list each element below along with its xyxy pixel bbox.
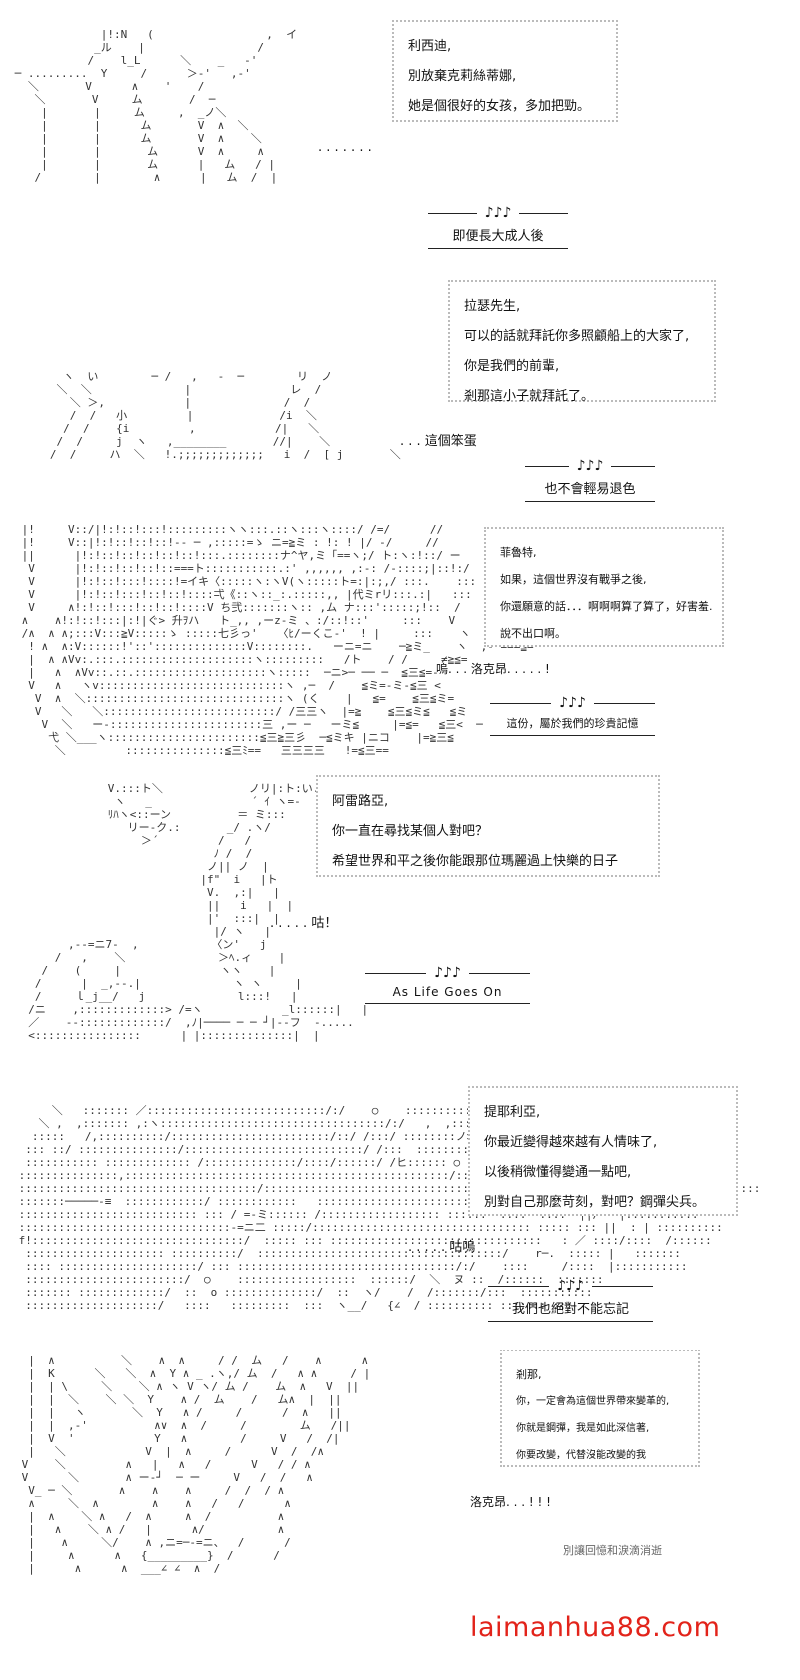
caption-title: 別讓回憶和淚滴消逝 bbox=[563, 1544, 662, 1557]
panel-5: ＼ ::::::: ／:::::::::::::::::::::::::::/:… bbox=[0, 1080, 800, 1340]
dialog-line: 可以的話就拜託你多照顧船上的大家了, bbox=[464, 329, 690, 344]
song-caption: ♪♪♪ 也不會輕易退色 bbox=[525, 458, 655, 502]
song-caption: ♪♪♪ 我們也絕對不能忘記 bbox=[488, 1278, 653, 1322]
music-notes: ♪♪♪ bbox=[490, 695, 655, 711]
ascii-art-figures: ヽ い ─ / , - ─ リ ノ ＼ ＼ | レ / ＼ ＞, | / / /… bbox=[49, 370, 401, 461]
caption-title: 即便長大成人後 bbox=[428, 221, 568, 249]
dialog-line: 別對自己那麼苛刻，對吧？鋼彈尖兵。 bbox=[484, 1195, 706, 1210]
dialog-box: 拉瑟先生, 可以的話就拜託你多照顧船上的大家了, 你是我們的前輩, 剎那這小子就… bbox=[448, 280, 716, 404]
music-notes-icon: ♪♪♪ bbox=[576, 458, 604, 474]
song-caption: ♪♪♪ As Life Goes On bbox=[365, 965, 530, 1004]
dialog-box: 菲魯特, 如果，這個世界沒有戰爭之後, 你還願意的話．．．啊啊啊算了算了，好害羞… bbox=[484, 527, 724, 647]
dialog-line: 菲魯特, bbox=[500, 546, 537, 559]
dialog-box: 阿雷路亞, 你一直在尋找某個人對吧？ 希望世界和平之後你能跟那位瑪麗過上快樂的日… bbox=[316, 775, 660, 877]
caption-title: As Life Goes On bbox=[365, 981, 530, 1004]
music-notes-icon: ♪♪♪ bbox=[559, 695, 586, 711]
dialog-line: 你，一定會為這個世界帶來變革的, bbox=[516, 1396, 670, 1407]
dialog-box: 剎那, 你，一定會為這個世界帶來變革的, 你就是鋼彈，我是如此深信著, 你要改變… bbox=[500, 1350, 700, 1467]
aside-text: . . . 這個笨蛋 bbox=[400, 434, 477, 449]
dialog-line: 她是個很好的女孩，多加把勁。 bbox=[408, 99, 591, 114]
aside-text: . . . . . 咕嗚 bbox=[408, 1240, 476, 1255]
music-notes-icon: ♪♪♪ bbox=[557, 1278, 584, 1294]
ascii-art-figures: |! V::/|!:!::!:::!:::::::::ヽヽ:::.::ヽ:::ヽ… bbox=[21, 523, 563, 755]
site-watermark: laimanhua88.com bbox=[470, 1612, 721, 1643]
song-caption: 別讓回憶和淚滴消逝 bbox=[530, 1538, 695, 1562]
music-notes: ♪♪♪ bbox=[488, 1278, 653, 1294]
dialog-box: 利西迪, 別放棄克莉絲蒂娜, 她是個很好的女孩，多加把勁。 bbox=[392, 20, 618, 122]
dialog-line: 提耶利亞, bbox=[484, 1105, 541, 1120]
panel-1: |!:N ( , イ _ル | / / l_L ＼ _ ‐' ─ .......… bbox=[0, 0, 800, 270]
dialog-line: 拉瑟先生, bbox=[464, 299, 521, 314]
caption-title: 這份，屬於我們的珍貴記憶 bbox=[490, 711, 655, 736]
music-notes: ♪♪♪ bbox=[365, 965, 530, 981]
caption-title: 也不會輕易退色 bbox=[525, 474, 655, 502]
dialog-line: 剎那, bbox=[516, 1368, 542, 1381]
dialog-line: 你最近變得越來越有人情味了, bbox=[484, 1135, 658, 1150]
aside-text: 洛克昂. . . ! ! ! bbox=[470, 1495, 551, 1509]
dialog-line: 以後稍微懂得變通一點吧, bbox=[484, 1165, 632, 1180]
panel-3: |! V::/|!:!::!:::!:::::::::ヽヽ:::.::ヽ:::ヽ… bbox=[0, 515, 800, 755]
ascii-art-figures: |!:N ( , イ _ル | / / l_L ＼ _ ‐' ─ .......… bbox=[14, 28, 298, 184]
aside-text: . . . . . 咕！ bbox=[270, 916, 338, 931]
dialog-line: 你就是鋼彈，我是如此深信著, bbox=[516, 1423, 650, 1434]
ascii-art-figures: | ∧ ＼ ∧ ∧ / / ム / ∧ ∧ | K ＼ ＼ ∧ Y ∧ _ .ヽ… bbox=[21, 1354, 371, 1575]
song-caption: ♪♪♪ 這份，屬於我們的珍貴記憶 bbox=[490, 695, 655, 736]
dialog-line: 希望世界和平之後你能跟那位瑪麗過上快樂的日子 bbox=[332, 854, 619, 869]
dialog-box: 提耶利亞, 你最近變得越來越有人情味了, 以後稍微懂得變通一點吧, 別對自己那麼… bbox=[468, 1086, 738, 1216]
music-notes: ♪♪♪ bbox=[428, 205, 568, 221]
dialog-line: 利西迪, bbox=[408, 39, 452, 54]
dialog-line: 別放棄克莉絲蒂娜, bbox=[408, 69, 517, 84]
aside-text: 嗚. . . 洛克昂. . . . . ! bbox=[436, 662, 550, 676]
dialog-line: 你還願意的話．．．啊啊啊算了算了，好害羞. bbox=[500, 600, 713, 613]
panel-2: ヽ い ─ / , - ─ リ ノ ＼ ＼ | レ / ＼ ＞, | / / /… bbox=[0, 270, 800, 510]
dialog-line: 你是我們的前輩, bbox=[464, 359, 560, 374]
ascii-art-figures: V.:::ト＼ ノリ|:ト:い. ヽ _ ´ ｲ ヽ=- ﾘﾊヽ<::ーン ＝ … bbox=[28, 782, 369, 1042]
dialog-line: 你要改變，代替沒能改變的我 bbox=[516, 1450, 646, 1461]
panel-4: V.:::ト＼ ノリ|:ト:い. ヽ _ ´ ｲ ヽ=- ﾘﾊヽ<::ーン ＝ … bbox=[0, 760, 800, 1060]
aside-text: . . . . . . . bbox=[318, 140, 372, 155]
panel-6: | ∧ ＼ ∧ ∧ / / ム / ∧ ∧ | K ＼ ＼ ∧ Y ∧ _ .ヽ… bbox=[0, 1350, 800, 1680]
music-notes-icon: ♪♪♪ bbox=[484, 205, 512, 221]
dialog-line: 阿雷路亞, bbox=[332, 794, 389, 809]
dialog-line: 你一直在尋找某個人對吧？ bbox=[332, 824, 489, 839]
dialog-line: 剎那這小子就拜託了。 bbox=[464, 389, 595, 404]
dialog-line: 如果，這個世界沒有戰爭之後, bbox=[500, 573, 647, 586]
song-caption: ♪♪♪ 即便長大成人後 bbox=[428, 205, 568, 249]
dialog-line: 說不出口啊。 bbox=[500, 627, 566, 640]
music-notes: ♪♪♪ bbox=[525, 458, 655, 474]
music-notes-icon: ♪♪♪ bbox=[434, 965, 461, 981]
caption-title: 我們也絕對不能忘記 bbox=[488, 1294, 653, 1322]
